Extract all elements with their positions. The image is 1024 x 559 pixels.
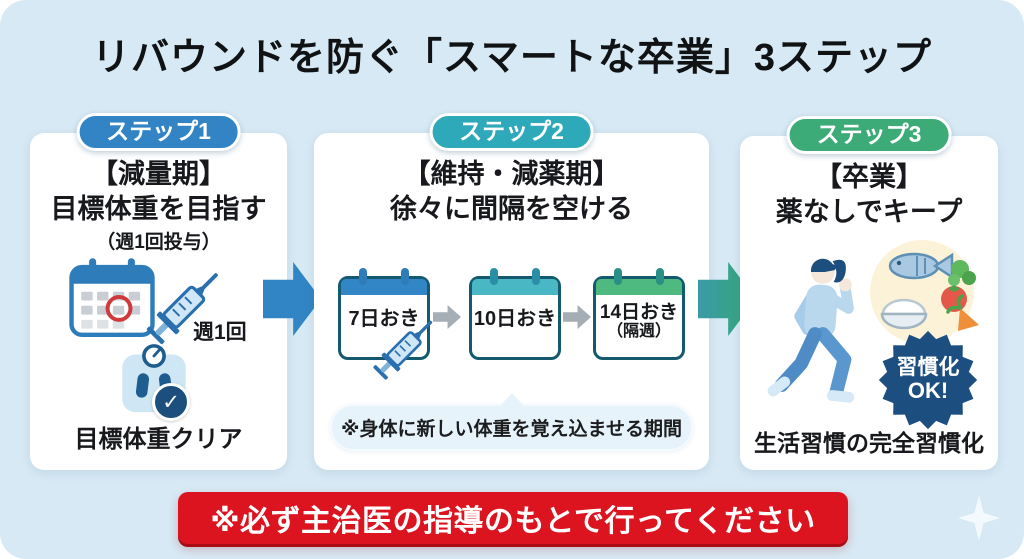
step1-heading: 【減量期】 目標体重を目指す （週1回投与） [30, 157, 287, 254]
page-title: リバウンドを防ぐ「スマートな卒業」3ステップ [92, 37, 932, 79]
step2-heading-line2: 徐々に間隔を空ける [390, 193, 633, 224]
step3-caption: 生活習慣の完全習慣化 [754, 430, 984, 456]
calendar-peg [532, 268, 540, 285]
calendar-peg [656, 268, 664, 285]
calendar-peg [614, 268, 622, 285]
step3-heading-line2: 薬なしでキープ [775, 196, 963, 227]
habit-ok-stamp: 習慣化 OK! [876, 328, 980, 432]
warning-banner: ※必ず主治医の指導のもとで行ってください [178, 492, 848, 544]
syringe-icon [138, 259, 232, 353]
walking-person-icon [754, 244, 872, 422]
calendar-label: 10日おき [473, 308, 557, 330]
step2-heading-line1: 【維持・減薬期】 [403, 159, 620, 189]
calendar-sublabel: （隔週） [606, 322, 671, 340]
calendar-peg [490, 268, 498, 285]
stamp-line2: OK! [907, 378, 949, 404]
step2-note: ※身体に新しい体重を覚え込ませる期間 [341, 419, 682, 440]
step3-heading: 【卒業】 薬なしでキープ [740, 160, 998, 229]
calendar-label: 7日おき [348, 308, 420, 330]
step2-badge: ステップ2 [429, 113, 594, 151]
step1-card: ステップ1 【減量期】 目標体重を目指す （週1回投与） [30, 113, 287, 470]
calendar-10days: 10日おき [469, 268, 561, 360]
arrow-right-icon [563, 305, 591, 329]
step1-subheading: （週1回投与） [96, 232, 221, 254]
calendar-label: 14日おき [599, 302, 679, 323]
step3-heading-line1: 【卒業】 [815, 162, 923, 192]
step1-caption: 目標体重クリア [74, 426, 243, 453]
step1-heading-line2: 目標体重を目指す [50, 193, 267, 224]
check-icon: ✓ [152, 383, 190, 421]
calendar-header [472, 279, 558, 295]
stamp-line1: 習慣化 [896, 355, 960, 379]
step2-heading: 【維持・減薬期】 徐々に間隔を空ける [314, 157, 709, 226]
calendar-header [596, 279, 682, 295]
step3-badge: ステップ3 [786, 116, 952, 154]
step3-card: ステップ3 【卒業】 薬なしでキープ [740, 116, 998, 470]
calendar-icon [69, 258, 155, 338]
calendar-header [341, 279, 427, 295]
calendar-peg [401, 268, 409, 285]
habit-ok-stamp-text: 習慣化 OK! [876, 328, 980, 432]
warning-text: ※必ず主治医の指導のもとで行ってください [210, 505, 816, 538]
step1-heading-line1: 【減量期】 [91, 159, 226, 189]
calendar-peg [359, 268, 367, 285]
step2-card: ステップ2 【維持・減薬期】 徐々に間隔を空ける 7日おき 10日おき 14日お… [314, 113, 709, 470]
syringe-icon [366, 309, 444, 387]
calendar-14days: 14日おき （隔週） [593, 268, 685, 360]
syringe-frequency-label: 週1回 [193, 321, 247, 344]
healthy-food-icon [862, 236, 982, 348]
step2-note-bubble: ※身体に新しい体重を覚え込ませる期間 [330, 404, 693, 451]
step1-badge: ステップ1 [76, 113, 241, 151]
